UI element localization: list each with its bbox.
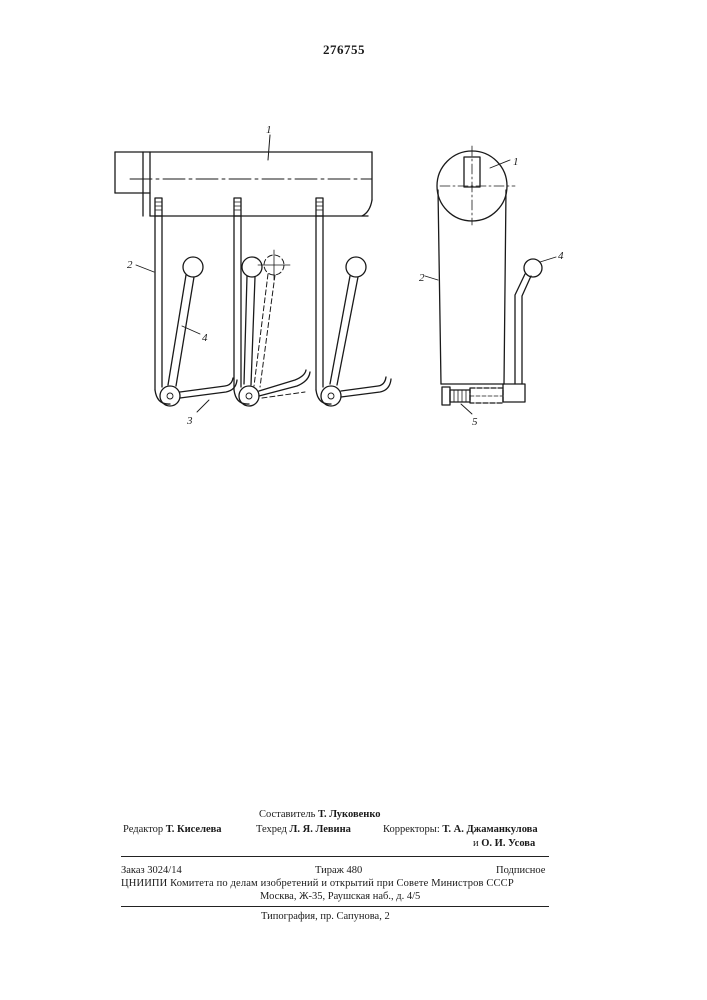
- subscription: Подписное: [496, 865, 545, 876]
- editor-line: Редактор Т. Киселева: [123, 824, 222, 835]
- editor-label: Редактор: [123, 824, 163, 835]
- techred-line: Техред Л. Я. Левина: [256, 824, 351, 835]
- institute-line: ЦНИИПИ Комитета по делам изобретений и о…: [121, 878, 514, 889]
- techred-label: Техред: [256, 824, 287, 835]
- editor-name: Т. Киселева: [166, 824, 222, 835]
- print-run: Тираж 480: [315, 865, 362, 876]
- techred-name: Л. Я. Левина: [290, 824, 351, 835]
- rule-bottom: [121, 906, 549, 907]
- address-line: Москва, Ж-35, Раушская наб., д. 4/5: [260, 891, 420, 902]
- correctors-label: Корректоры:: [383, 824, 440, 835]
- compiler-name: Т. Луковенко: [318, 809, 380, 820]
- compiler-line: Составитель Т. Луковенко: [259, 809, 381, 820]
- corrector-2: О. И. Усова: [481, 838, 535, 849]
- corrector-2-prefix: и: [473, 838, 479, 849]
- corrector-1: Т. А. Джаманкулова: [442, 824, 537, 835]
- rule-top: [121, 856, 549, 857]
- printing-house: Типография, пр. Сапунова, 2: [261, 911, 390, 922]
- correctors-line: Корректоры: Т. А. Джаманкулова: [383, 824, 538, 835]
- compiler-label: Составитель: [259, 809, 315, 820]
- corrector-2-line: и О. И. Усова: [473, 838, 535, 849]
- order-number: Заказ 3024/14: [121, 865, 182, 876]
